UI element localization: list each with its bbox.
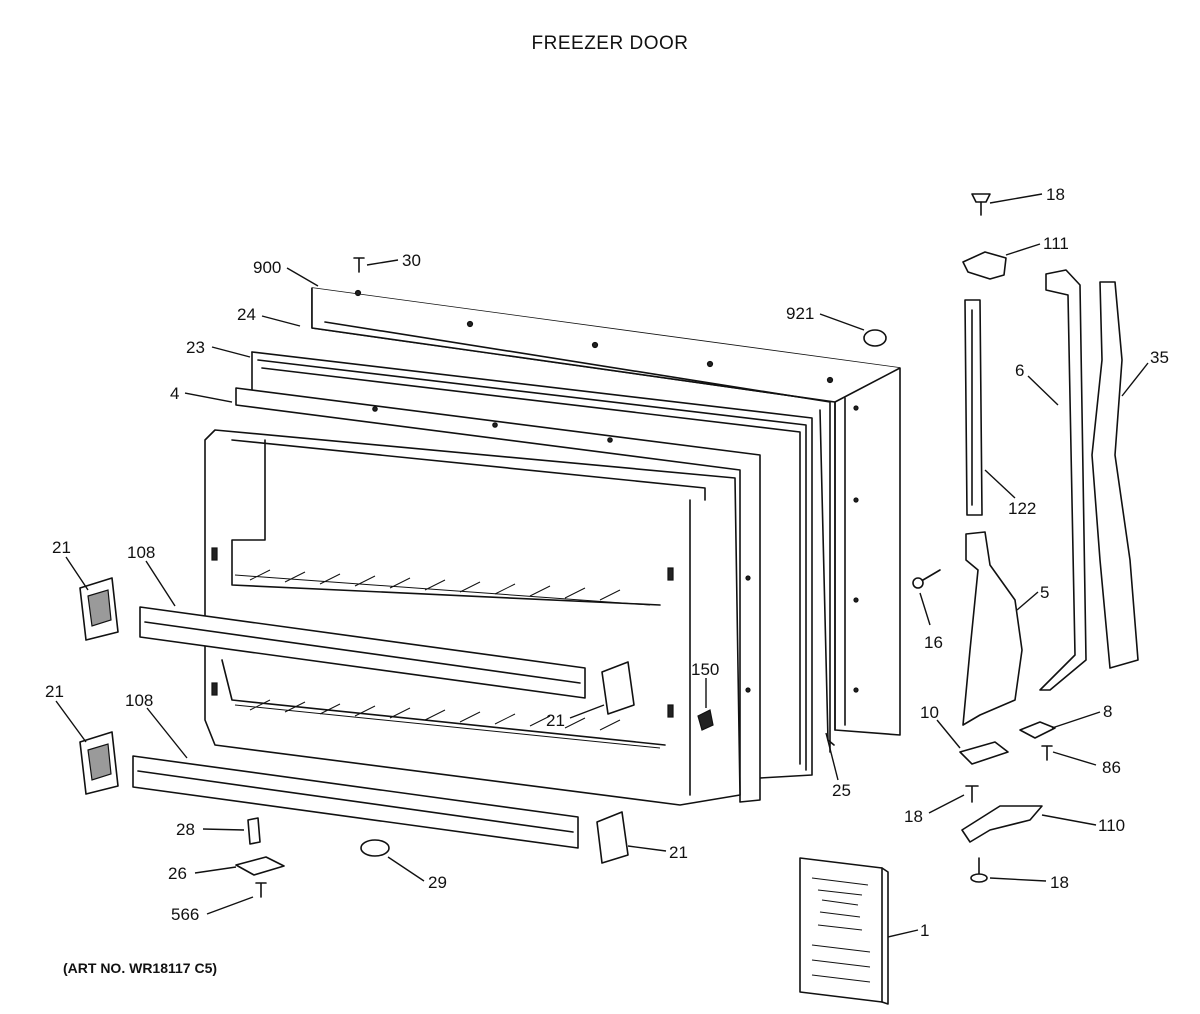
bracket-10 [959,741,1009,765]
screw-86 [1041,745,1053,761]
callout-108-lower: 108 [125,691,153,710]
callout-10: 10 [920,703,939,722]
art-number: (ART NO. WR18117 C5) [63,960,217,976]
cam-150 [697,709,714,731]
callout-566: 566 [171,905,199,924]
callout-921: 921 [786,304,814,323]
breaker-strip-frame [235,387,761,803]
plate-26 [235,856,285,876]
callout-18-top: 18 [1046,185,1065,204]
callout-5: 5 [1040,583,1049,602]
shelf-end-cap-bottom [596,811,629,864]
shim-8 [1019,721,1056,739]
callout-21-upper-left: 21 [52,538,71,557]
callout-25: 25 [832,781,851,800]
hinge-110 [961,805,1043,843]
callout-111: 111 [1043,234,1069,253]
screw-18-mid [965,785,979,803]
lower-shelf-bar [132,755,579,849]
callout-86: 86 [1102,758,1121,777]
callout-18-bottom: 18 [1050,873,1069,892]
trim-strip-35 [1091,281,1139,669]
callout-6: 6 [1015,361,1024,380]
cap-29 [360,839,390,857]
callout-4: 4 [170,384,179,403]
callout-108-upper: 108 [127,543,155,562]
hinge-bar-122 [964,299,983,516]
plug-button [863,329,887,347]
callout-29: 29 [428,873,447,892]
door-gasket [251,321,835,779]
pin-28 [247,817,261,845]
diagram-title: FREEZER DOOR [532,33,689,54]
callout-110: 110 [1098,816,1125,835]
callout-900: 900 [253,258,281,277]
shelf-end-cap-mid [601,661,635,715]
callout-1: 1 [920,921,929,940]
door-stop-6 [1039,269,1087,691]
screw-30 [353,257,365,273]
callout-30: 30 [402,251,421,270]
callout-16: 16 [924,633,943,652]
callout-150: 150 [691,660,719,679]
callout-24: 24 [237,305,256,324]
instruction-booklet [799,857,889,1005]
callout-18-mid: 18 [904,807,923,826]
door-liner [204,429,741,806]
callout-122: 122 [1008,499,1036,518]
hinge-bracket-111 [962,251,1007,280]
callout-21-mid: 21 [546,711,565,730]
callout-26: 26 [168,864,187,883]
callout-21-bottom: 21 [669,843,688,862]
top-hinge-screw [971,193,991,216]
leader-lines [55,193,1149,938]
shelf-end-cap-lower-left [79,731,119,795]
outer-door-panel [311,287,901,736]
shelf-end-cap-upper-left [79,577,119,641]
upper-shelf-bar [139,606,586,699]
screw-566 [255,882,267,898]
callout-28: 28 [176,820,195,839]
callout-8: 8 [1103,702,1112,721]
callout-21-lower-left: 21 [45,682,64,701]
callout-35: 35 [1150,348,1169,367]
hinge-cover-5 [962,531,1023,726]
callout-23: 23 [186,338,205,357]
screw-16 [912,569,941,589]
screw-18-bottom [970,857,988,883]
